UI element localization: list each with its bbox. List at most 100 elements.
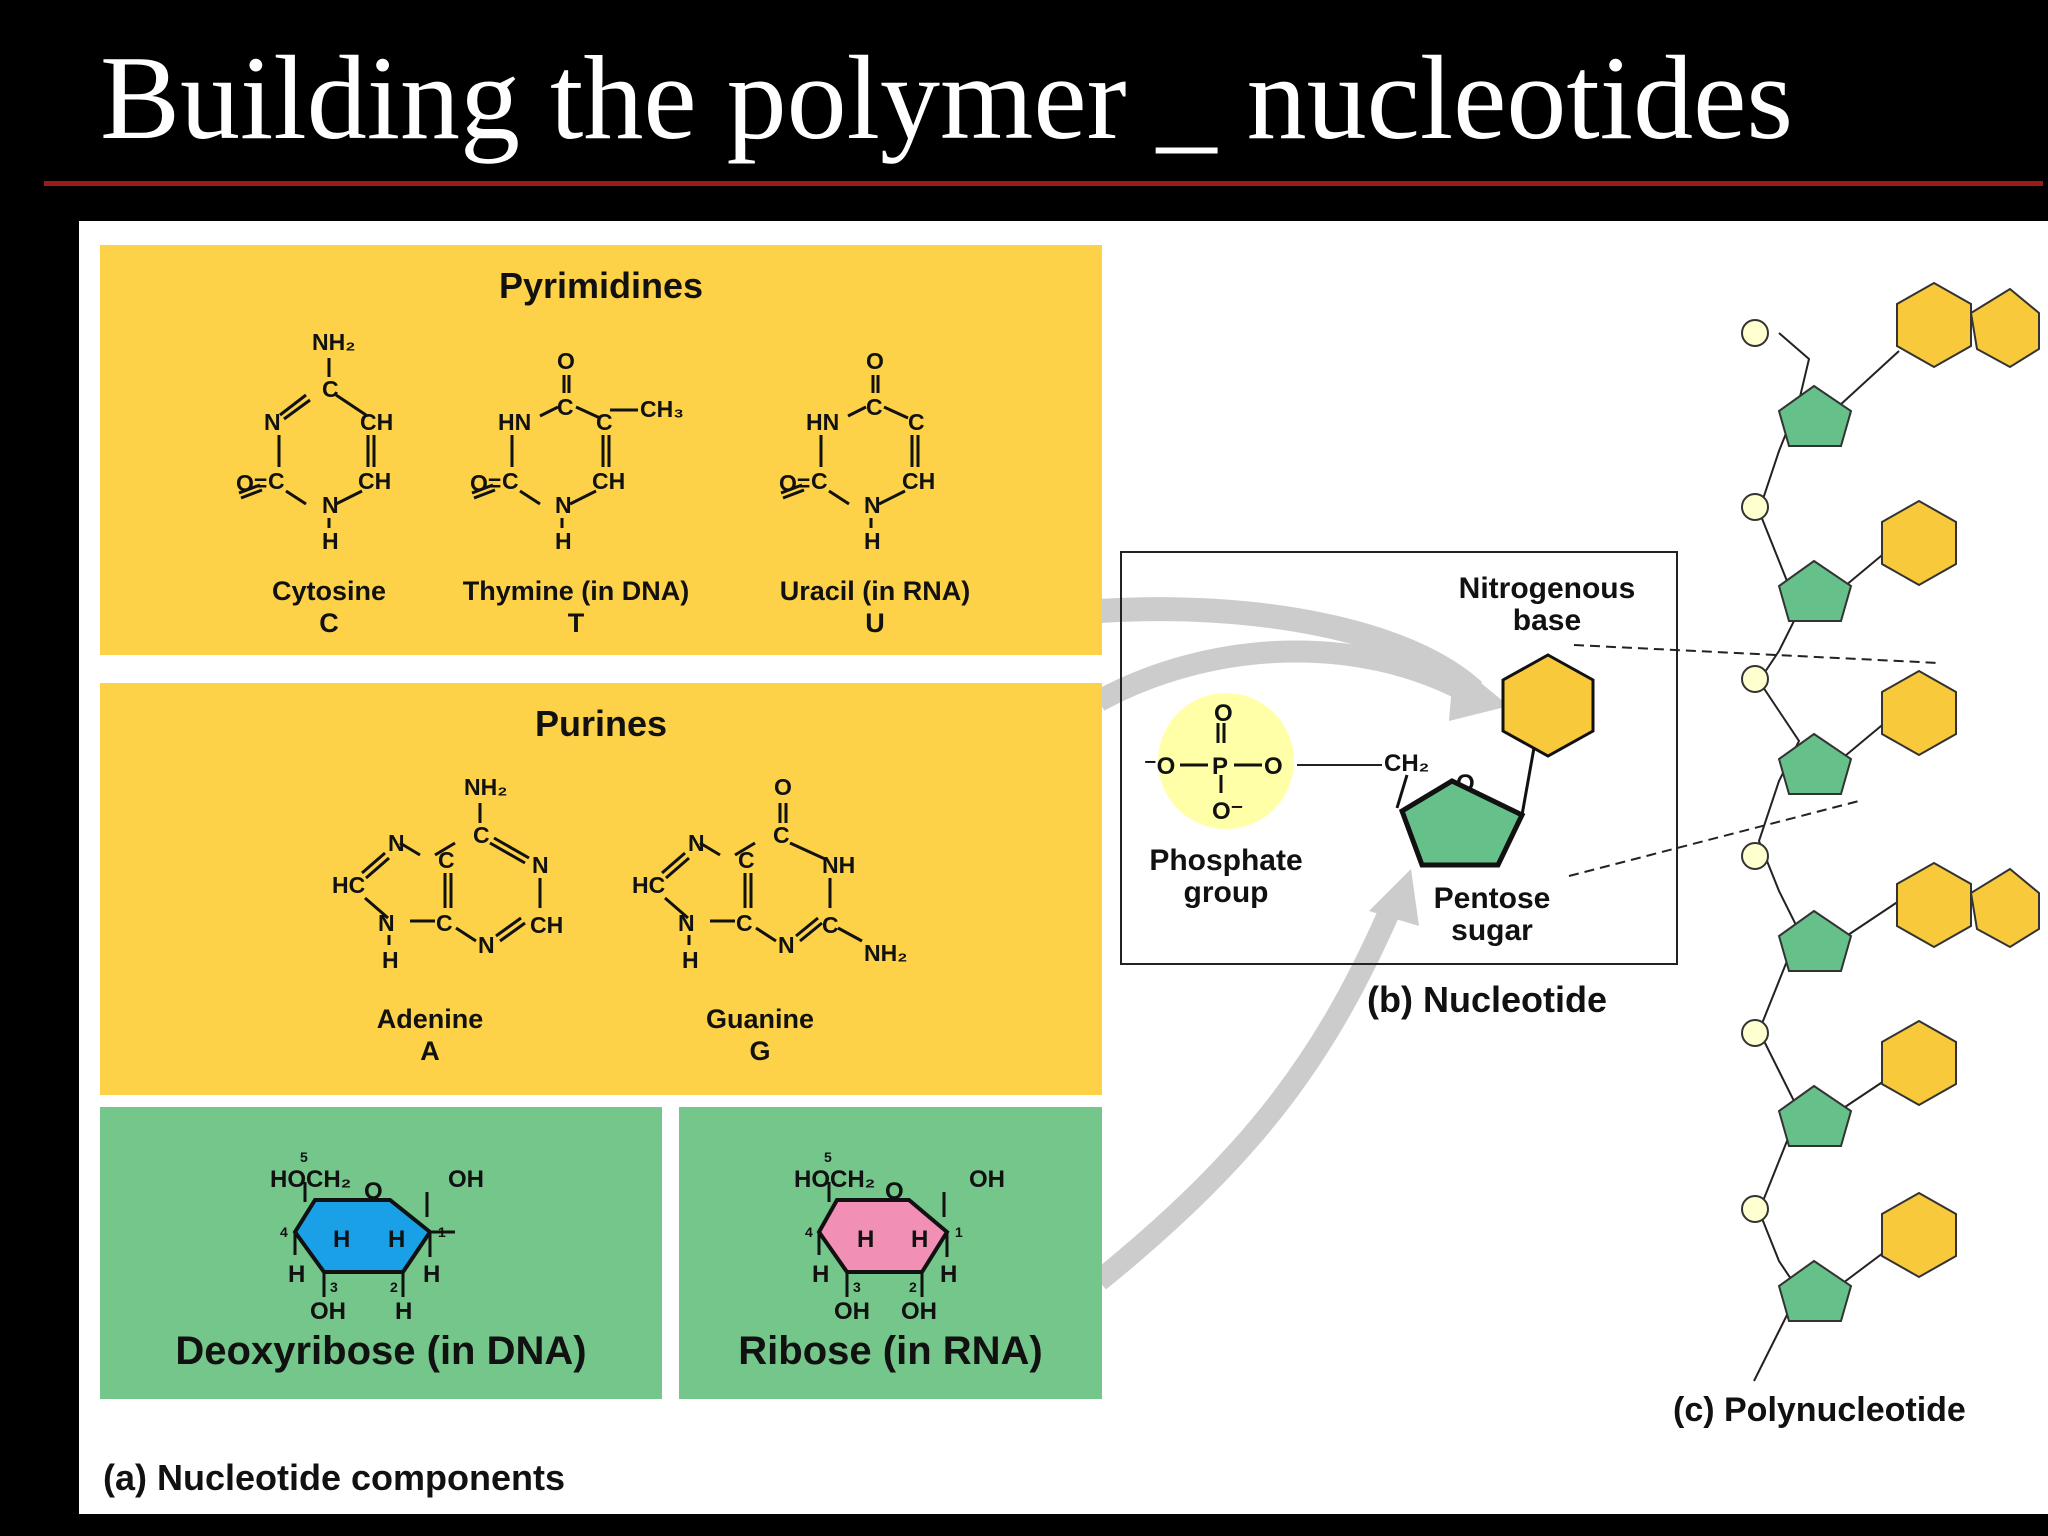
ribose-box: 5 HOCH₂ O OH H H 4 1 H H 3 2 OH OH Ribos… — [679, 1107, 1102, 1399]
ribose-c4-h: H — [857, 1226, 874, 1253]
cytosine-letter: C — [319, 608, 339, 638]
adenine-n1: N — [532, 852, 549, 878]
thymine-c2: C — [502, 468, 519, 494]
nucleotide-structure: O ⁻O P O O⁻ CH₂ O — [1144, 653, 1595, 868]
arrow-sugar-to-pentose — [1092, 896, 1405, 1290]
guanine-c8: HC — [632, 872, 665, 898]
cytosine-c6: CH — [358, 468, 391, 494]
deoxyribose-c1-h: H — [388, 1226, 405, 1253]
deoxyribose-c4-h: H — [333, 1226, 350, 1253]
uracil-o: O — [866, 348, 884, 374]
phosphate-highlight — [1158, 693, 1294, 829]
deoxyribose-box: 5 HOCH₂ O OH H H 4 1 H H 3 2 OH H Deoxyr… — [100, 1107, 662, 1399]
phosphate-top-o: O — [1214, 700, 1233, 727]
guanine-nh2: NH₂ — [864, 940, 907, 966]
purines-heading: Purines — [534, 703, 668, 744]
chain-phosphate-4 — [1741, 842, 1769, 870]
nucleotide-box: O ⁻O P O O⁻ CH₂ O Nitrogenous base Phosp… — [1120, 551, 1678, 965]
arrowhead-base — [1449, 661, 1509, 721]
phosphate-right-o: O — [1264, 753, 1283, 780]
chain-phosphate-1 — [1741, 319, 1769, 347]
guanine-label: Guanine G — [640, 1003, 880, 1067]
ribose-c2-oh: OH — [901, 1298, 937, 1325]
uracil-n3: HN — [806, 409, 839, 435]
ribose-c3-oh: OH — [834, 1298, 870, 1325]
guanine-n1: NH — [822, 852, 855, 878]
slide-title: Building the polymer _ nucleotides — [100, 31, 1794, 164]
phosphate-p: P — [1212, 753, 1228, 780]
title-underline — [44, 181, 2043, 186]
pyrimidines-box: Pyrimidines — [100, 245, 1102, 655]
thymine-c4: C — [557, 394, 574, 420]
guanine-n7: N — [688, 830, 705, 856]
thymine-n1h: H — [555, 528, 572, 554]
deoxyribose-c3-number: 3 — [330, 1279, 338, 1295]
thymine-label: Thymine (in DNA) T — [446, 575, 706, 639]
deoxyribose-c2-h: H — [395, 1298, 412, 1325]
deoxyribose-c2-number: 2 — [390, 1279, 398, 1295]
guanine-c4: C — [736, 910, 753, 936]
guanine-name: Guanine — [705, 1004, 814, 1034]
uracil-label: Uracil (in RNA) U — [755, 575, 995, 639]
uracil-n1h: H — [864, 528, 881, 554]
ribose-structure: 5 HOCH₂ O OH H H 4 1 H H 3 2 OH OH — [794, 1149, 1005, 1325]
deoxyribose-c1-number: 1 — [438, 1224, 446, 1240]
chain-base-2 — [1881, 499, 1957, 587]
guanine-letter: G — [749, 1036, 771, 1066]
adenine-n9h: H — [382, 947, 399, 973]
chain-base-1b — [1969, 287, 2040, 369]
dashed-leader-sugar — [1568, 800, 1860, 877]
ribose-c4-number: 4 — [805, 1224, 813, 1240]
chain-base-5 — [1881, 1019, 1957, 1107]
components-caption: (a) Nucleotide components — [103, 1457, 566, 1498]
cytosine-label: Cytosine C — [209, 575, 449, 639]
pentose-sugar-shape — [1398, 778, 1526, 868]
chain-sugar-2 — [1777, 559, 1853, 622]
uracil-c6: CH — [902, 468, 935, 494]
phosphate-left-o: ⁻O — [1144, 753, 1175, 780]
guanine-n9h: H — [682, 947, 699, 973]
cytosine-n1h: H — [322, 528, 339, 554]
cytosine-n3: N — [264, 409, 281, 435]
deoxyribose-c1-hdown: H — [423, 1261, 440, 1288]
adenine-name: Adenine — [376, 1004, 484, 1034]
guanine-c2: C — [822, 912, 839, 938]
deoxyribose-c4-number: 4 — [280, 1224, 288, 1240]
adenine-c4: C — [436, 910, 453, 936]
chain-base-4b — [1969, 867, 2040, 949]
thymine-c6: CH — [592, 468, 625, 494]
uracil-c2: C — [811, 468, 828, 494]
polynucleotide-chain — [1568, 281, 2040, 1382]
adenine-c8: HC — [332, 872, 365, 898]
arrowhead-pentose — [1369, 869, 1419, 926]
uracil-letter: U — [865, 608, 885, 638]
phosphate-bottom-o: O⁻ — [1212, 798, 1243, 825]
uracil-c5: C — [908, 409, 925, 435]
sugar-label-line-2: sugar — [1451, 914, 1533, 947]
guanine-o: O — [774, 774, 792, 800]
ribose-c5-number: 5 — [824, 1149, 832, 1165]
thymine-o: O — [557, 348, 575, 374]
ribose-c1-number: 1 — [955, 1224, 963, 1240]
base-label: Nitrogenous base — [1432, 573, 1662, 637]
cytosine-c4: C — [322, 376, 339, 402]
ribose-c2-number: 2 — [909, 1279, 917, 1295]
flow-arrows — [1092, 597, 1509, 1290]
thymine-ch3: CH₃ — [640, 396, 684, 422]
nitrogenous-base-shape — [1501, 653, 1595, 758]
ribose-ring-o: O — [885, 1178, 904, 1205]
cytosine-name: Cytosine — [271, 576, 387, 606]
thymine-letter: T — [567, 608, 585, 638]
chain-phosphate-6 — [1741, 1195, 1769, 1223]
deoxyribose-c1-oh: OH — [448, 1166, 484, 1193]
purine-structures: NH₂ C N C N HC N C N CH H O C N C NH HC … — [332, 774, 907, 973]
deoxyribose-structure: 5 HOCH₂ O OH H H 4 1 H H 3 2 OH H — [270, 1149, 484, 1325]
ribose-c1-oh: OH — [969, 1166, 1005, 1193]
uracil-n1: N — [864, 492, 881, 518]
thymine-n3: HN — [498, 409, 531, 435]
deoxyribose-name: Deoxyribose (in DNA) — [175, 1329, 587, 1373]
chain-phosphate-2 — [1741, 493, 1769, 521]
adenine-nh2: NH₂ — [464, 774, 507, 800]
thymine-n1: N — [555, 492, 572, 518]
figure-panel: Pyrimidines — [79, 221, 2048, 1514]
